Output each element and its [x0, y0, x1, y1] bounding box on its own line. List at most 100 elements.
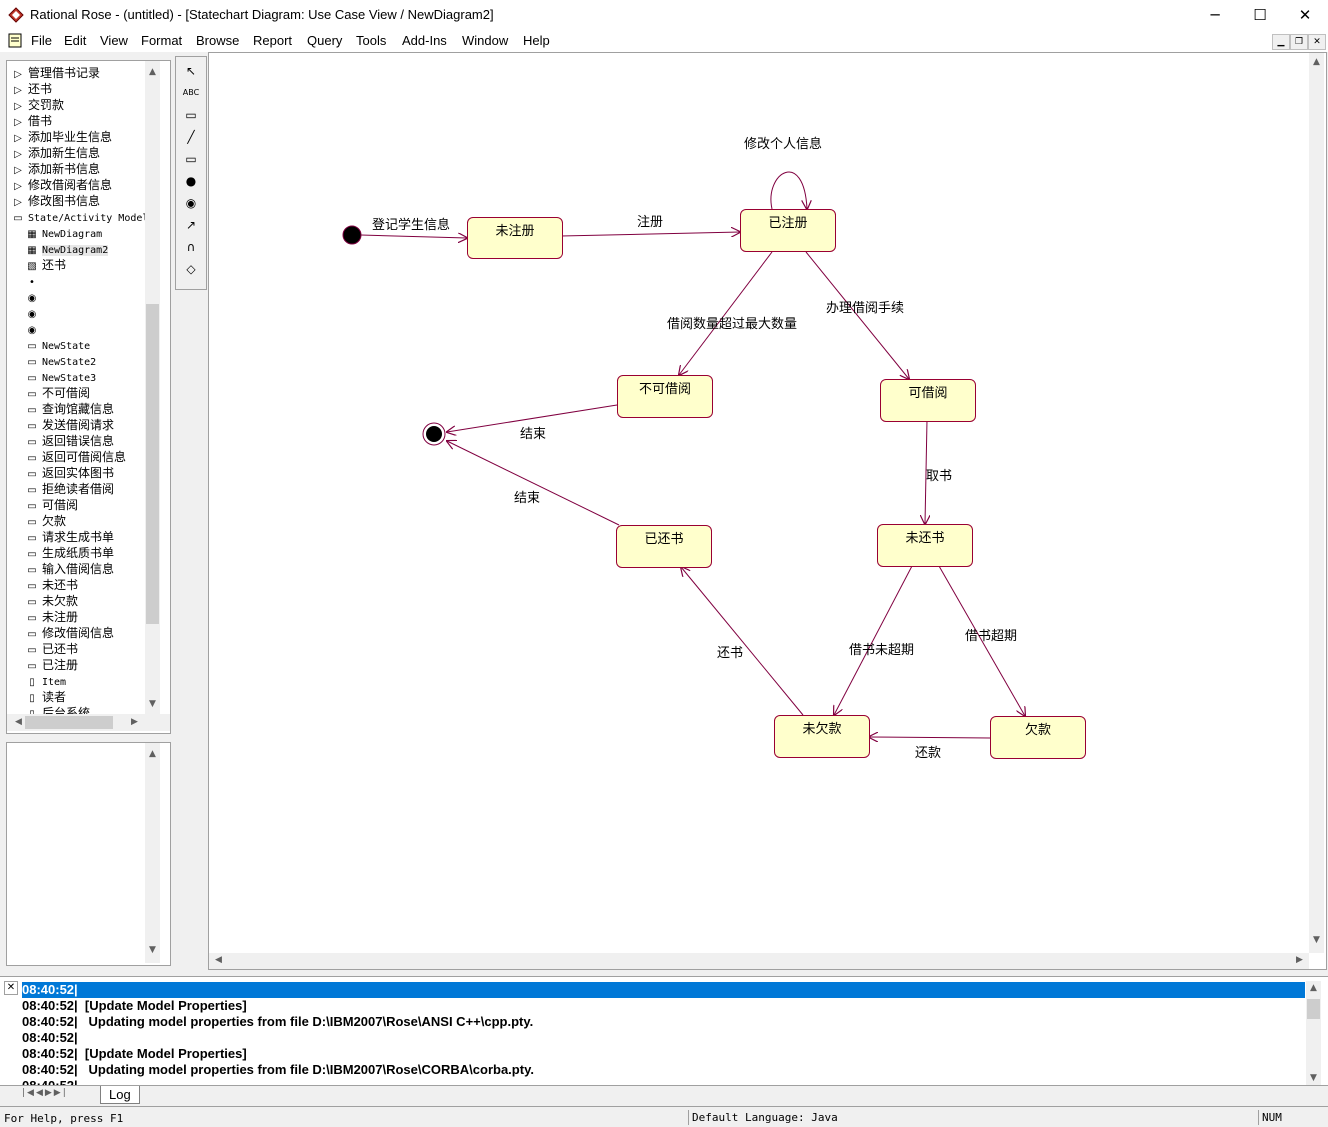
log-line[interactable]: 08:40:52|	[22, 982, 1305, 998]
menu-query[interactable]: Query	[307, 33, 343, 48]
tree-item[interactable]: ▭请求生成书单	[25, 529, 114, 545]
menu-edit[interactable]: Edit	[64, 33, 87, 48]
transition-label[interactable]: 结束	[514, 491, 541, 506]
tree-item[interactable]: •	[25, 273, 42, 289]
tree-item[interactable]: ◉	[25, 305, 42, 321]
scroll-up-arrow-icon[interactable]: ▲	[149, 749, 156, 759]
transition-line[interactable]	[681, 567, 804, 716]
log-line[interactable]: 08:40:52|	[22, 1030, 78, 1045]
scroll-up-arrow-icon[interactable]: ▲	[1310, 983, 1317, 993]
initial-state[interactable]	[342, 225, 362, 245]
scroll-thumb[interactable]	[146, 304, 159, 624]
scroll-down-arrow-icon[interactable]: ▼	[1310, 1073, 1317, 1083]
menu-help[interactable]: Help	[523, 33, 550, 48]
maximize-button[interactable]: ☐	[1253, 6, 1267, 24]
scroll-right-arrow-icon[interactable]: ▶	[131, 717, 138, 727]
scroll-left-arrow-icon[interactable]: ◀	[15, 717, 22, 727]
canvas-vertical-scrollbar[interactable]: ▲ ▼	[1309, 53, 1324, 953]
tree-item[interactable]: ▦NewDiagram2	[25, 241, 109, 257]
transition-line[interactable]	[805, 251, 909, 379]
log-vertical-scrollbar[interactable]: ▲ ▼	[1306, 981, 1321, 1085]
tab-log[interactable]: Log	[100, 1086, 140, 1104]
tree-item[interactable]: ▭未欠款	[25, 593, 78, 609]
tree-item[interactable]: ▭NewState2	[25, 353, 96, 369]
transition-label[interactable]: 结束	[520, 427, 547, 442]
diagram-canvas[interactable]: 未注册已注册不可借阅可借阅已还书未还书未欠款欠款 登记学生信息注册修改个人信息借…	[208, 52, 1327, 970]
select-tool[interactable]: ↖	[185, 64, 197, 78]
tree-item[interactable]: ▭未还书	[25, 577, 78, 593]
tree-item[interactable]: ▭查询馆藏信息	[25, 401, 114, 417]
document-icon[interactable]	[8, 33, 22, 48]
log-close-icon[interactable]: ✕	[4, 981, 18, 995]
self-transition-tool[interactable]: ∩	[186, 240, 196, 254]
anchor-tool[interactable]: ╱	[187, 130, 195, 144]
transition-line[interactable]	[770, 171, 807, 209]
canvas-horizontal-scrollbar[interactable]: ◀ ▶	[209, 953, 1309, 969]
tree-item[interactable]: ▯Item	[25, 673, 66, 689]
tree-item[interactable]: ▭不可借阅	[25, 385, 90, 401]
tree-item[interactable]: ▷添加毕业生信息	[11, 129, 112, 145]
tree-item[interactable]: ▭返回错误信息	[25, 433, 114, 449]
state-debt[interactable]: 欠款	[990, 716, 1086, 759]
transition-label[interactable]: 登记学生信息	[372, 218, 451, 233]
tree-item[interactable]: ▷修改借阅者信息	[11, 177, 112, 193]
menu-report[interactable]: Report	[253, 33, 293, 48]
documentation-window[interactable]: ▲ ▼	[6, 742, 171, 966]
state-not-borrowable[interactable]: 不可借阅	[617, 375, 713, 418]
menu-view[interactable]: View	[100, 33, 128, 48]
transition-line[interactable]	[925, 419, 927, 524]
menu-window[interactable]: Window	[462, 33, 509, 48]
end-state-tool[interactable]: ◉	[185, 196, 197, 210]
scroll-right-arrow-icon[interactable]: ▶	[1296, 955, 1303, 965]
tree-item[interactable]: ▭NewState3	[25, 369, 96, 385]
scroll-down-arrow-icon[interactable]: ▼	[1313, 935, 1320, 945]
tree-item[interactable]: ▭可借阅	[25, 497, 78, 513]
tab-navigation-arrows-icon[interactable]: |◀◀▶▶|	[22, 1088, 68, 1098]
transition-line[interactable]	[834, 565, 913, 715]
transition-line[interactable]	[869, 737, 991, 738]
tree-item[interactable]: ▧还书	[25, 257, 66, 273]
tree-item[interactable]: ▭未注册	[25, 609, 78, 625]
transition-line[interactable]	[560, 232, 740, 236]
close-button[interactable]: ✕	[1298, 6, 1312, 24]
tree-item[interactable]: ▭NewState	[25, 337, 90, 353]
transition-line[interactable]	[447, 441, 620, 526]
decision-tool[interactable]: ◇	[186, 262, 196, 276]
menu-format[interactable]: Format	[141, 33, 183, 48]
scroll-down-arrow-icon[interactable]: ▼	[149, 945, 156, 955]
browser-horizontal-scrollbar[interactable]: ◀ ▶	[7, 714, 170, 731]
transition-label[interactable]: 借书超期	[965, 629, 1018, 644]
scroll-thumb[interactable]	[1307, 999, 1320, 1019]
menu-file[interactable]: File	[31, 33, 52, 48]
scroll-thumb[interactable]	[25, 716, 113, 729]
tree-item[interactable]: ▭输入借阅信息	[25, 561, 114, 577]
scroll-down-arrow-icon[interactable]: ▼	[149, 699, 156, 709]
transition-label[interactable]: 办理借阅手续	[826, 301, 905, 316]
browser-vertical-scrollbar[interactable]: ▲ ▼	[145, 61, 160, 716]
transition-tool[interactable]: ↗	[185, 218, 197, 232]
minimize-button[interactable]: ─	[1210, 6, 1220, 24]
tree-item[interactable]: ▭生成纸质书单	[25, 545, 114, 561]
scroll-up-arrow-icon[interactable]: ▲	[149, 67, 156, 77]
text-tool[interactable]: ABC	[182, 88, 200, 97]
doc-vertical-scrollbar[interactable]: ▲ ▼	[145, 743, 160, 963]
start-state-tool[interactable]: ●	[185, 174, 197, 188]
state-no-debt[interactable]: 未欠款	[774, 715, 870, 758]
tree-item[interactable]: ▷借书	[11, 113, 52, 129]
tree-item[interactable]: ▭修改借阅信息	[25, 625, 114, 641]
transition-line[interactable]	[360, 235, 467, 238]
log-window[interactable]: ✕ 08:40:52|08:40:52| [Update Model Prope…	[0, 976, 1328, 1106]
transition-label[interactable]: 取书	[926, 469, 953, 484]
state-not-returned[interactable]: 未还书	[877, 524, 973, 567]
tree-item[interactable]: ▷添加新书信息	[11, 161, 100, 177]
transition-line[interactable]	[447, 404, 618, 432]
tree-item[interactable]: ◉	[25, 289, 42, 305]
tree-item[interactable]: ▭State/Activity Model	[11, 209, 148, 225]
log-line[interactable]: 08:40:52| Updating model properties from…	[22, 1062, 534, 1077]
tree-item[interactable]: ▷修改图书信息	[11, 193, 100, 209]
mdi-restore-button[interactable]: ❐	[1290, 34, 1308, 50]
log-line[interactable]: 08:40:52| [Update Model Properties]	[22, 998, 247, 1013]
tree-item[interactable]: ▦NewDiagram	[25, 225, 102, 241]
state-unregistered[interactable]: 未注册	[467, 217, 563, 259]
transition-label[interactable]: 借书未超期	[849, 643, 915, 658]
